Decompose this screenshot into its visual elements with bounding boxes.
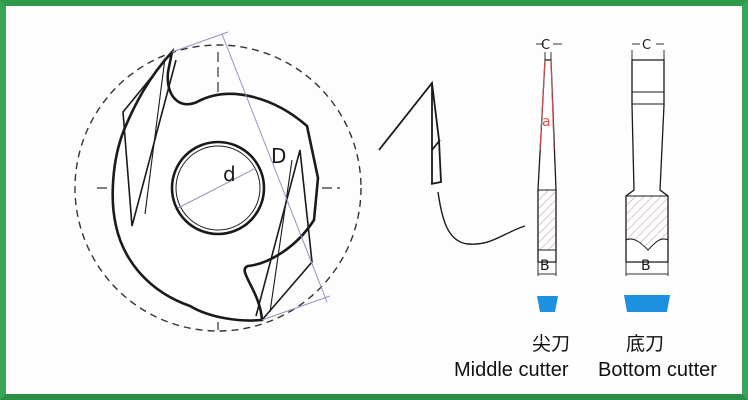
- bottom-caption-cn: 底刀: [626, 333, 664, 355]
- bottom-blade: [255, 149, 313, 321]
- D-label: D: [271, 144, 286, 168]
- d-dimension-line: [177, 167, 257, 209]
- D-dimension-line: [221, 33, 328, 303]
- profile-detail: [378, 80, 526, 245]
- middle-caption-cn: 尖刀: [532, 333, 570, 355]
- outer-dashed-circle: [74, 44, 362, 332]
- bore-inner: [175, 145, 261, 231]
- d-label: d: [223, 162, 236, 186]
- cutter-diagram: d D C a B C: [74, 31, 717, 381]
- bottom-cutter: C B: [624, 38, 670, 312]
- alpha-label: a: [542, 114, 551, 130]
- middle-b-label: B: [540, 258, 550, 274]
- bottom-c-label: C: [642, 38, 651, 53]
- middle-caption-en: Middle cutter: [454, 359, 569, 381]
- middle-profile-chip: [537, 296, 558, 312]
- bottom-cutter-hatch: [625, 195, 669, 251]
- middle-cutter-hatch: [537, 189, 557, 251]
- bottom-caption-en: Bottom cutter: [598, 359, 717, 381]
- circular-cutter: d D: [74, 31, 362, 332]
- middle-cutter: C a B: [536, 38, 562, 312]
- bottom-b-label: B: [641, 258, 651, 274]
- bottom-profile-chip: [624, 295, 670, 312]
- middle-c-label: C: [541, 38, 550, 53]
